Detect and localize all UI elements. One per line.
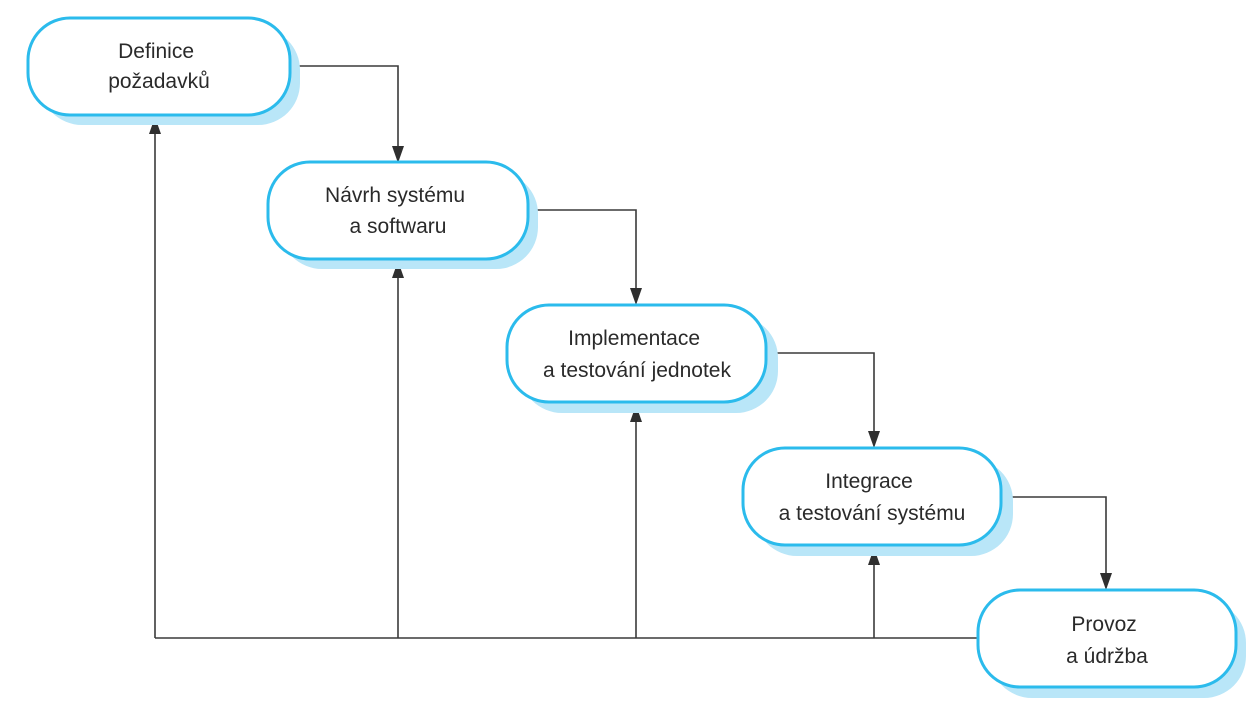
stage-label-line-1: Definice	[118, 40, 194, 63]
forward-connectors	[290, 65, 1112, 590]
stage-label: Integrace a testování systému	[779, 470, 966, 525]
feedback-arrowhead-requirements	[149, 117, 161, 134]
connector-design-to-implementation	[527, 209, 637, 290]
stage-label-line-2: požadavků	[108, 70, 210, 93]
stage-operation: Provoz a údržba	[976, 588, 1246, 698]
stage-requirements: Definice požadavků	[26, 16, 300, 125]
feedback-connectors	[149, 117, 978, 639]
stage-label: Implementace a testování jednotek	[543, 327, 731, 382]
arrowhead-into-integration	[868, 431, 880, 448]
connector-requirements-to-design	[290, 65, 399, 148]
stage-label: Definice požadavků	[108, 40, 210, 93]
stage-label-line-2: a testování systému	[779, 502, 966, 525]
stage-box	[976, 588, 1238, 689]
stage-box	[266, 160, 530, 261]
stage-box	[26, 16, 292, 117]
stage-label-line-1: Návrh systému	[325, 184, 465, 207]
stage-implementation: Implementace a testování jednotek	[505, 303, 778, 413]
stage-box	[505, 303, 768, 404]
stage-box	[741, 446, 1003, 547]
stage-label-line-2: a údržba	[1066, 645, 1148, 668]
arrowhead-into-implementation	[630, 288, 642, 305]
stage-label-line-1: Integrace	[825, 470, 913, 493]
stage-label: Návrh systému a softwaru	[325, 184, 471, 238]
connector-integration-to-operation	[1000, 496, 1107, 575]
connector-implementation-to-integration	[765, 352, 875, 433]
stage-label-line-2: a softwaru	[350, 215, 447, 238]
feedback-arrowhead-integration	[868, 548, 880, 565]
stage-design: Návrh systému a softwaru	[266, 160, 538, 269]
feedback-arrowhead-implementation	[630, 405, 642, 422]
stage-label-line-2: a testování jednotek	[543, 359, 731, 382]
arrowhead-into-operation	[1100, 573, 1112, 590]
arrowhead-into-design	[392, 146, 404, 163]
stage-label-line-1: Implementace	[568, 327, 700, 350]
stage-label: Provoz a údržba	[1066, 613, 1148, 668]
stage-label-line-1: Provoz	[1071, 613, 1136, 636]
stage-integration: Integrace a testování systému	[741, 446, 1013, 556]
feedback-arrowhead-design	[392, 261, 404, 278]
